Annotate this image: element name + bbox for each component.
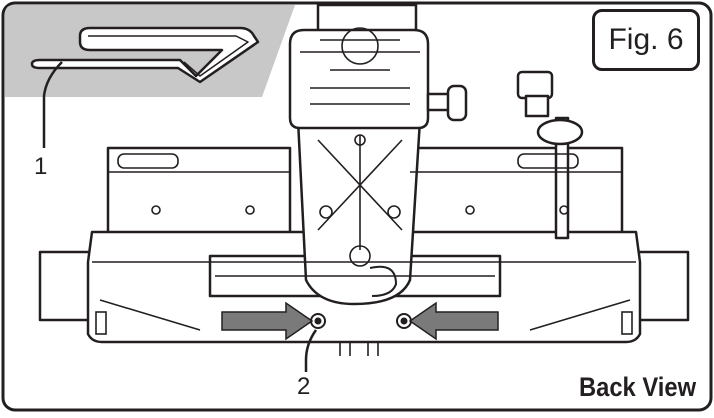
saw-details xyxy=(92,27,636,356)
callout-number-1: 1 xyxy=(34,153,48,180)
leader-line-2 xyxy=(304,329,318,372)
arrow-right-icon xyxy=(221,301,314,341)
screws xyxy=(310,313,412,329)
figure-number-label: Fig. 6 xyxy=(592,9,700,71)
leader-line-1 xyxy=(42,61,63,148)
arrow-left-icon xyxy=(408,301,499,341)
pin-icon xyxy=(30,26,260,84)
callout-number-2: 2 xyxy=(297,373,311,400)
view-label: Back View xyxy=(578,372,696,402)
